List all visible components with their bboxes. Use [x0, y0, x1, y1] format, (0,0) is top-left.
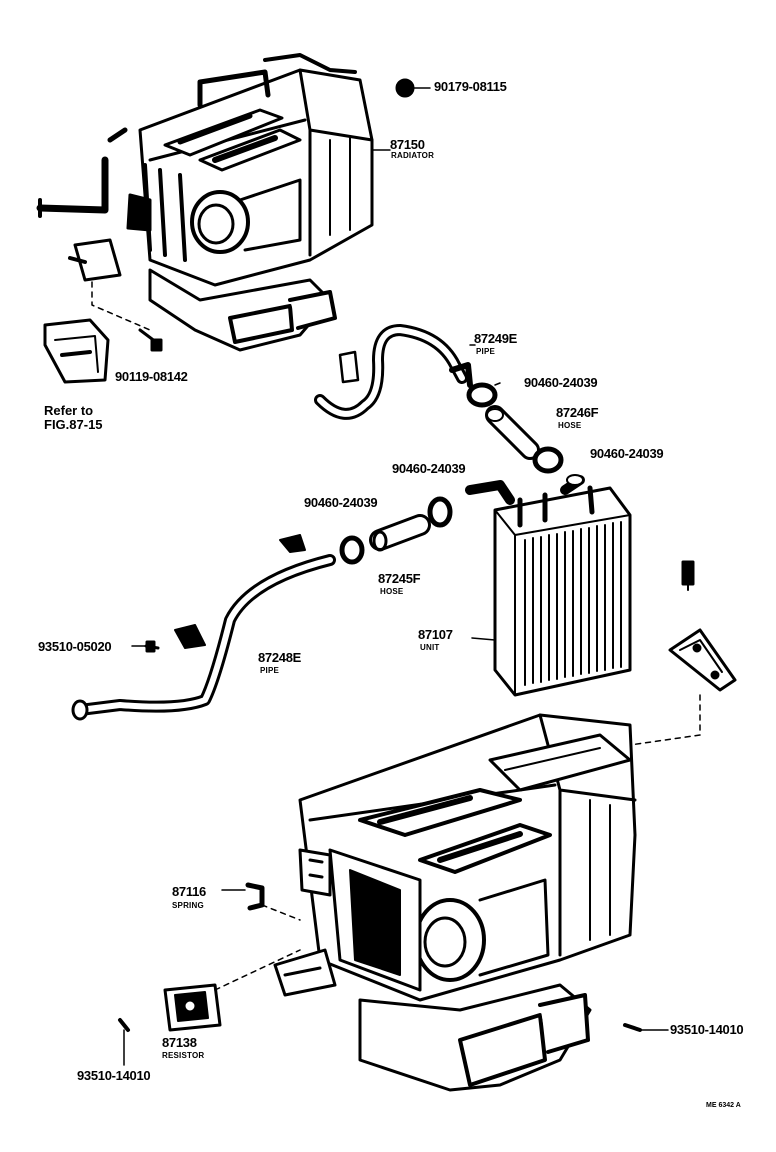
lower-pipe-number: 87248E	[258, 650, 302, 665]
upper-pipe-number: 87249E	[474, 331, 518, 346]
spring-part	[221, 882, 265, 911]
resistor-leader-dashes	[214, 949, 301, 991]
radiator-name: RADIATOR	[391, 151, 435, 160]
clamp-c-label: 90460-24039	[392, 461, 466, 476]
figure-code: ME 6342 A	[706, 1102, 741, 1109]
radiator-number: 87150	[390, 137, 425, 152]
right-leader-dashes	[629, 694, 701, 746]
bracket-leader-dashes	[91, 281, 151, 331]
upper-hose-name: HOSE	[558, 421, 582, 430]
spring-name: SPRING	[172, 901, 204, 910]
lower-pipe	[71, 534, 336, 721]
upper-hose	[485, 405, 540, 460]
upper-pipe-name: PIPE	[476, 347, 496, 356]
left-screw	[131, 640, 160, 653]
right-screw	[623, 1023, 669, 1032]
mounting-bracket	[43, 318, 110, 384]
bracket-bolt	[138, 328, 163, 352]
right-screw-label: 93510-14010	[670, 1022, 744, 1037]
resistor-number: 87138	[162, 1035, 197, 1050]
clamp-d-label: 90460-24039	[304, 495, 378, 510]
heater-core-unit	[465, 474, 632, 697]
left-screw-label: 93510-05020	[38, 639, 112, 654]
unit-number: 87107	[418, 627, 453, 642]
lower-clamp-c	[427, 496, 453, 528]
resistor-screw-label: 93510-14010	[77, 1068, 151, 1083]
lower-hose	[369, 514, 431, 552]
upper-clamp-b	[532, 446, 564, 474]
lower-hose-number: 87245F	[378, 571, 421, 586]
upper-pipe	[314, 324, 476, 420]
unit-leader	[471, 637, 496, 641]
top-bolt	[395, 78, 431, 98]
clamp-a-label: 90460-24039	[524, 375, 598, 390]
right-bracket	[668, 560, 737, 692]
resistor-part	[163, 983, 222, 1032]
lower-hose-name: HOSE	[380, 587, 404, 596]
lower-pipe-name: PIPE	[260, 666, 280, 675]
heater-assembly-bottom	[273, 713, 637, 1092]
bracket-bolt-label: 90119-08142	[115, 369, 188, 384]
bolt-top-label: 90179-08115	[434, 79, 507, 94]
spring-number: 87116	[172, 884, 206, 899]
lower-clamp-d	[339, 535, 365, 565]
resistor-name: RESISTOR	[162, 1051, 205, 1060]
clamp-b-label: 90460-24039	[590, 446, 664, 461]
upper-hose-number: 87246F	[556, 405, 599, 420]
unit-name: UNIT	[420, 643, 440, 652]
reference-line2: FIG.87-15	[44, 417, 103, 432]
spring-leader-dashes	[261, 904, 301, 921]
reference-line1: Refer to	[44, 403, 94, 418]
upper-clamp-a	[466, 382, 501, 408]
heater-assembly-top	[36, 53, 374, 352]
resistor-screw	[118, 1018, 130, 1066]
